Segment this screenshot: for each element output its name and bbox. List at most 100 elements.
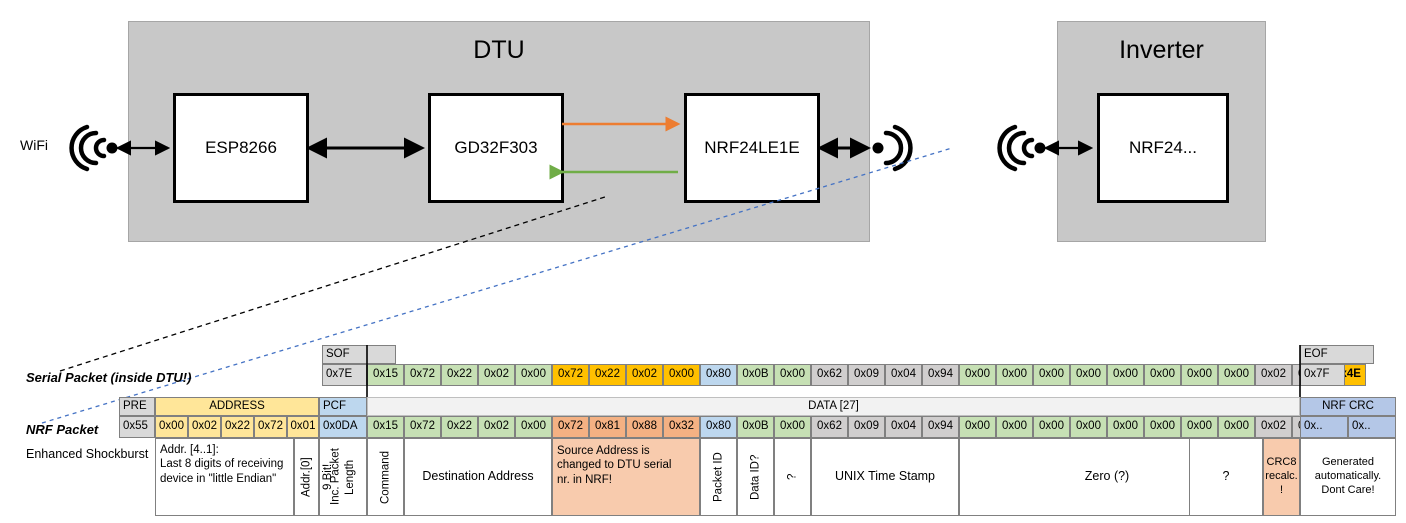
nrf-byte-17: 0x00 — [996, 416, 1033, 438]
nrf-header-address: ADDRESS — [155, 397, 319, 416]
nrf-byte-0: 0x15 — [367, 416, 404, 438]
serial-byte-4: 0x00 — [515, 364, 552, 386]
serial-sof-header: SOF — [322, 345, 396, 364]
nrf-byte-5: 0x72 — [552, 416, 589, 438]
serial-byte-20: 0x00 — [1107, 364, 1144, 386]
nrf-crc-byte-0: 0x.. — [1300, 416, 1348, 438]
nrf-byte-8: 0x32 — [663, 416, 700, 438]
leader-line-serial — [59, 195, 609, 372]
serial-byte-11: 0x00 — [774, 364, 811, 386]
nrf-address-byte-2: 0x22 — [221, 416, 254, 438]
nrf-byte-16: 0x00 — [959, 416, 996, 438]
chip-gd32f303: GD32F303 — [428, 93, 564, 203]
serial-byte-19: 0x00 — [1070, 364, 1107, 386]
annotation-question-text: ? — [1222, 469, 1230, 484]
annotation-crc8-note: CRC8 recalc. ! — [1263, 438, 1300, 516]
nrf-byte-9: 0x80 — [700, 416, 737, 438]
serial-byte-8: 0x00 — [663, 364, 700, 386]
chip-gd32f303-label: GD32F303 — [454, 138, 538, 157]
dtu-title: DTU — [473, 36, 525, 64]
chip-nrf24: NRF24... — [1097, 93, 1229, 203]
nrf-byte-2: 0x22 — [441, 416, 478, 438]
nrf-header-data: DATA [27] — [367, 397, 1300, 416]
dtu-antenna-icon — [883, 124, 913, 172]
nrf-pre-value: 0x55 — [119, 416, 155, 438]
serial-byte-16: 0x00 — [959, 364, 996, 386]
serial-byte-5: 0x72 — [552, 364, 589, 386]
annotation-unix-timestamp-note: UNIX Time Stamp — [811, 438, 959, 516]
serial-sof-value: 0x7E — [322, 364, 367, 386]
wifi-antenna-dot — [106, 142, 118, 154]
nrf-byte-23: 0x00 — [1218, 416, 1255, 438]
shockburst-label: Enhanced Shockburst — [26, 447, 149, 461]
nrf-address-byte-3: 0x72 — [254, 416, 287, 438]
annotation-unix-timestamp-text: UNIX Time Stamp — [834, 469, 936, 484]
nrf-byte-14: 0x04 — [885, 416, 922, 438]
nrf-byte-22: 0x00 — [1181, 416, 1218, 438]
nrf-crc-byte-1: 0x.. — [1348, 416, 1396, 438]
annotation-nrf-crc-text: Generated automatically. Dont Care! — [1314, 456, 1382, 496]
serial-byte-21: 0x00 — [1144, 364, 1181, 386]
serial-byte-9: 0x80 — [700, 364, 737, 386]
nrf-byte-21: 0x00 — [1144, 416, 1181, 438]
serial-byte-3: 0x02 — [478, 364, 515, 386]
nrf-packet-label: NRF Packet — [26, 422, 99, 437]
nrf-byte-12: 0x62 — [811, 416, 848, 438]
annotation-source-address-text: Source Address is changed to DTU serial … — [557, 445, 672, 486]
serial-byte-18: 0x00 — [1033, 364, 1070, 386]
inverter-antenna-icon — [997, 124, 1035, 172]
nrf-byte-10: 0x0B — [737, 416, 774, 438]
packet-connector-ticks — [366, 345, 1301, 397]
serial-byte-17: 0x00 — [996, 364, 1033, 386]
packet-tables: Serial Packet (inside DTU!) NRF Packet E… — [0, 340, 1406, 523]
serial-packet-label: Serial Packet (inside DTU!) — [26, 370, 192, 385]
serial-byte-1: 0x72 — [404, 364, 441, 386]
nrf-address-byte-0: 0x00 — [155, 416, 188, 438]
wifi-label: WiFi — [20, 137, 48, 153]
leader-line-nrf — [41, 147, 953, 424]
nrf-byte-15: 0x94 — [922, 416, 959, 438]
dtu-antenna-dot — [872, 142, 884, 154]
serial-byte-7: 0x02 — [626, 364, 663, 386]
nrf-byte-19: 0x00 — [1070, 416, 1107, 438]
nrf-byte-4: 0x00 — [515, 416, 552, 438]
annotation-destination-address-note: Destination Address — [404, 438, 552, 516]
chip-esp8266-label: ESP8266 — [205, 138, 277, 157]
annotation-zero-text: Zero (?) — [1084, 469, 1130, 484]
serial-byte-15: 0x94 — [922, 364, 959, 386]
serial-byte-2: 0x22 — [441, 364, 478, 386]
annotation-address-note: Addr. [4..1]: Last 8 digits of receiving… — [155, 438, 294, 516]
serial-byte-24: 0x02 — [1255, 364, 1292, 386]
inverter-title: Inverter — [1119, 36, 1204, 64]
inverter-antenna-dot — [1034, 142, 1046, 154]
nrf-header-crc: NRF CRC — [1300, 397, 1396, 416]
nrf-byte-1: 0x72 — [404, 416, 441, 438]
nrf-pcf-value: 0x0DA — [319, 416, 367, 438]
serial-byte-10: 0x0B — [737, 364, 774, 386]
annotation-crc8-text: CRC8 recalc. ! — [1265, 456, 1298, 496]
serial-byte-12: 0x62 — [811, 364, 848, 386]
diagram-connectors — [69, 116, 1094, 180]
annotation-question-note: ? — [1189, 438, 1263, 516]
nrf-byte-3: 0x02 — [478, 416, 515, 438]
serial-byte-14: 0x04 — [885, 364, 922, 386]
nrf-byte-13: 0x09 — [848, 416, 885, 438]
nrf-byte-20: 0x00 — [1107, 416, 1144, 438]
nrf-byte-18: 0x00 — [1033, 416, 1070, 438]
annotation-source-address-note: Source Address is changed to DTU serial … — [552, 438, 700, 516]
serial-byte-22: 0x00 — [1181, 364, 1218, 386]
nrf-header-pre: PRE — [119, 397, 155, 416]
nrf-byte-24: 0x02 — [1255, 416, 1292, 438]
nrf-byte-11: 0x00 — [774, 416, 811, 438]
annotation-destination-address-text: Destination Address — [422, 469, 534, 484]
nrf-header-pcf: PCF — [319, 397, 367, 416]
annotation-address-note-text: Addr. [4..1]: Last 8 digits of receiving… — [160, 444, 284, 485]
nrf-byte-6: 0x81 — [589, 416, 626, 438]
serial-byte-23: 0x00 — [1218, 364, 1255, 386]
serial-byte-6: 0x22 — [589, 364, 626, 386]
block-diagram: DTU Inverter ESP8266 GD32F303 NRF24LE1E … — [20, 21, 1266, 242]
nrf-address-byte-1: 0x02 — [188, 416, 221, 438]
nrf-byte-7: 0x88 — [626, 416, 663, 438]
wifi-antenna-icon — [69, 124, 107, 172]
